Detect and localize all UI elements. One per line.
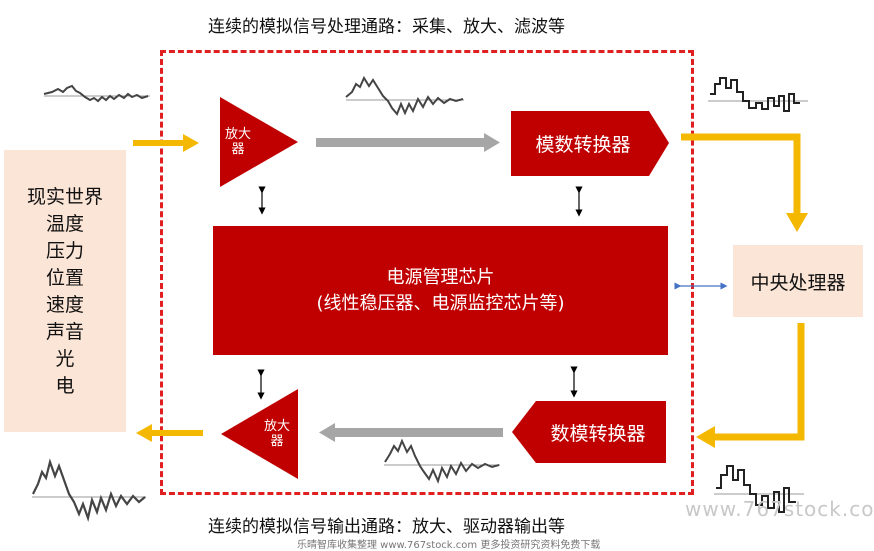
bottom-title: 连续的模拟信号输出通路：放大、驱动器输出等: [208, 517, 565, 537]
pmic-title: 电源管理芯片: [386, 266, 495, 288]
waveform-analog-input: [43, 84, 150, 103]
pmic-subtitle: (线性稳压器、电源监控芯片等): [316, 292, 565, 314]
cpu-label: 中央处理器: [750, 271, 846, 294]
waveform-digital-input: [714, 465, 804, 513]
adc-box: 模数转换器: [511, 111, 669, 176]
analog-path-boundary: [160, 50, 694, 495]
amplifier-top-triangle: [220, 97, 298, 187]
waveform-amplified: [345, 75, 464, 116]
amplifier-bottom-triangle: [221, 389, 298, 479]
dac-box: 数模转换器: [512, 401, 666, 463]
output-arrow: [136, 424, 203, 442]
waveform-analog-output: [32, 458, 146, 522]
power-management-chip-box: 电源管理芯片 (线性稳压器、电源监控芯片等): [213, 226, 668, 355]
real-world-sound: 声音: [45, 321, 84, 343]
amplifier-to-adc-arrow: [316, 133, 500, 152]
amplifier-bottom-label: 放大 器: [262, 419, 292, 449]
adc-label: 模数转换器: [535, 134, 631, 156]
real-world-label: 现实世界: [26, 186, 103, 208]
cpu-to-dac-arrow: [696, 323, 805, 448]
real-world-temperature: 温度: [45, 213, 84, 235]
waveform-dac-output: [384, 438, 500, 484]
amplifier-top-label: 放大 器: [223, 127, 253, 157]
real-world-box: 现实世界 温度 压力 位置 速度 声音 光 电: [4, 150, 126, 432]
adc-to-cpu-arrow: [681, 133, 808, 232]
real-world-light: 光: [55, 348, 75, 370]
real-world-speed: 速度: [45, 294, 84, 316]
amplifier-bottom-label-line2: 器: [270, 434, 284, 449]
cpu-box: 中央处理器: [733, 245, 863, 317]
real-world-pressure: 压力: [45, 240, 84, 262]
dac-label: 数模转换器: [550, 422, 646, 445]
footer-text: 乐晴智库收集整理 www.767stock.com 更多投资研究资料免费下载: [297, 540, 601, 551]
real-world-position: 位置: [45, 267, 84, 289]
amplifier-bottom-label-line1: 放大: [263, 419, 290, 434]
dac-to-amplifier-arrow: [319, 423, 503, 442]
amplifier-top-label-line2: 器: [231, 142, 245, 157]
amplifier-top-label-line1: 放大: [224, 127, 251, 142]
adc-shape: [511, 111, 669, 176]
real-world-electric: 电: [55, 375, 75, 397]
watermark: www.767stock.co: [685, 497, 874, 521]
waveform-digital-output: [708, 77, 808, 112]
power-link-arrows: [257, 186, 583, 400]
top-title: 连续的模拟信号处理通路：采集、放大、滤波等: [208, 17, 565, 37]
dac-shape: [512, 401, 666, 463]
input-arrow: [133, 134, 199, 152]
